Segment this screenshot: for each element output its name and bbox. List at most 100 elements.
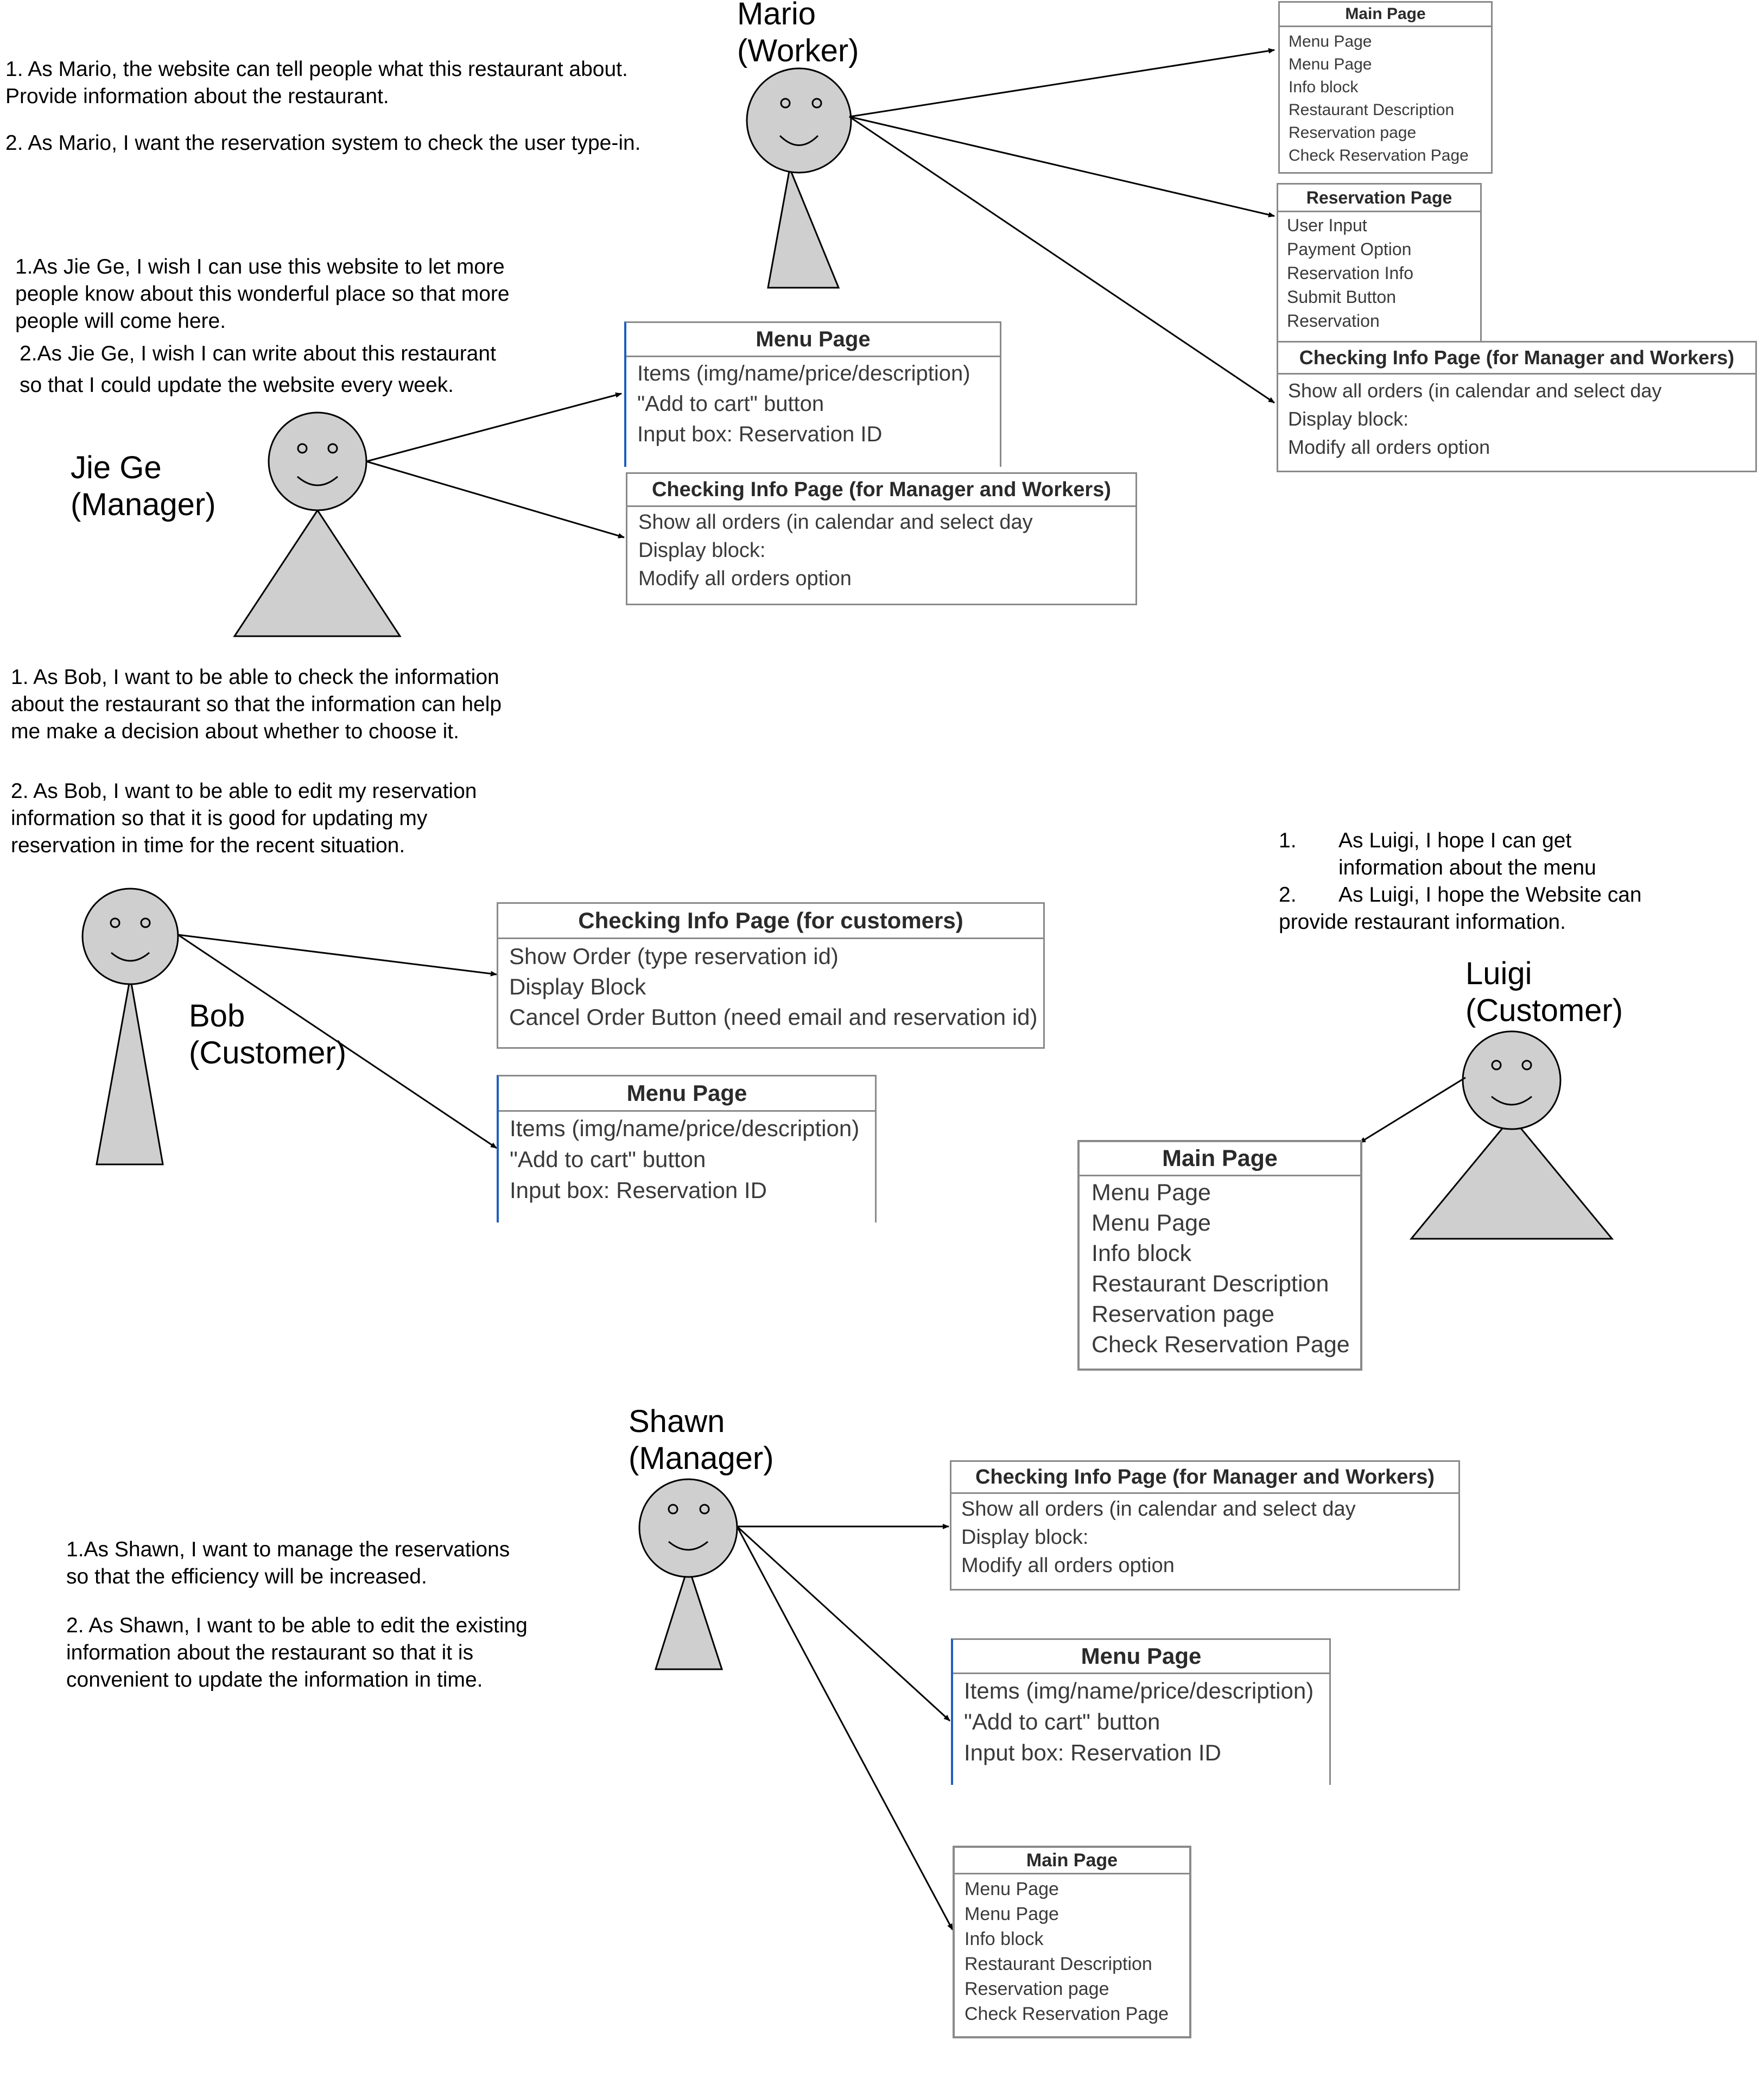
card-item: Payment Option bbox=[1287, 239, 1412, 259]
card-main-page-mario: Main Page Menu Page Menu Page Info block… bbox=[1278, 1, 1493, 174]
story-line: 2. As Luigi, I hope the Website can bbox=[1279, 882, 1642, 909]
story-line: provide restaurant information. bbox=[1279, 909, 1642, 936]
actor-luigi-label: Luigi (Customer) bbox=[1465, 955, 1623, 1029]
actor-role: (Worker) bbox=[737, 33, 859, 68]
card-title: Reservation Page bbox=[1278, 185, 1480, 212]
card-item: Modify all orders option bbox=[961, 1554, 1175, 1577]
story-line: about the restaurant so that the informa… bbox=[11, 693, 502, 716]
card-item: Reservation page bbox=[1092, 1301, 1275, 1327]
card-item: Info block bbox=[965, 1929, 1044, 1949]
story-text: provide restaurant information. bbox=[1279, 910, 1566, 934]
actor-mario-label: Mario (Worker) bbox=[737, 0, 859, 69]
card-title: Menu Page bbox=[499, 1076, 875, 1112]
actor-name: Jie Ge bbox=[71, 450, 162, 485]
card-checking-info-customer: Checking Info Page (for customers) Show … bbox=[497, 902, 1045, 1049]
actor-name: Mario bbox=[737, 0, 816, 31]
story-line: 2. As Mario, I want the reservation syst… bbox=[5, 131, 641, 155]
card-item: Display block: bbox=[638, 539, 766, 562]
story-number: 2. bbox=[1279, 883, 1297, 907]
story-jiege: 1.As Jie Ge, I wish I can use this websi… bbox=[15, 254, 510, 399]
arrow-jiege-menu-page bbox=[366, 392, 622, 463]
card-item: "Add to cart" button bbox=[637, 392, 824, 416]
story-line: information so that it is good for updat… bbox=[11, 807, 428, 830]
story-text: As Luigi, I hope the Website can bbox=[1338, 883, 1642, 907]
story-line: 1.As Jie Ge, I wish I can use this websi… bbox=[15, 255, 505, 278]
card-checking-info-staff-jiege: Checking Info Page (for Manager and Work… bbox=[626, 472, 1137, 605]
card-item: User Input bbox=[1287, 216, 1367, 235]
card-item: Restaurant Description bbox=[965, 1954, 1152, 1974]
actor-name: Luigi bbox=[1465, 956, 1532, 991]
story-line: 2. As Bob, I want to be able to edit my … bbox=[11, 780, 477, 803]
card-item: Display block: bbox=[1288, 408, 1409, 430]
actor-name: Shawn bbox=[629, 1404, 725, 1439]
actor-jiege-label: Jie Ge (Manager) bbox=[71, 449, 216, 523]
card-title: Main Page bbox=[1080, 1142, 1360, 1176]
card-title: Menu Page bbox=[626, 323, 1000, 357]
card-item: Check Reservation Page bbox=[1289, 147, 1469, 164]
story-text: information about the menu bbox=[1338, 856, 1596, 879]
card-item: Show Order (type reservation id) bbox=[509, 943, 839, 969]
card-item: Reservation page bbox=[1289, 124, 1417, 142]
card-title: Checking Info Page (for customers) bbox=[498, 904, 1043, 939]
actor-role: (Manager) bbox=[71, 487, 216, 522]
story-line: 1. As Luigi, I hope I can get bbox=[1279, 827, 1642, 854]
story-line: 2.As Jie Ge, I wish I can write about th… bbox=[20, 342, 496, 365]
arrow-mario-reservation-page bbox=[849, 116, 1275, 218]
card-item: Menu Page bbox=[1289, 55, 1372, 73]
actor-bob-label: Bob (Customer) bbox=[189, 998, 346, 1072]
arrow-bob-menu-page bbox=[177, 934, 497, 1149]
card-item: Reservation bbox=[1287, 311, 1380, 331]
card-item: Menu Page bbox=[965, 1879, 1059, 1899]
story-line: so that I could update the website every… bbox=[20, 373, 454, 397]
card-title: Main Page bbox=[955, 1848, 1189, 1874]
arrow-shawn-menu-page bbox=[736, 1525, 951, 1722]
card-item: Display Block bbox=[509, 974, 646, 999]
story-line: convenient to update the information in … bbox=[66, 1668, 483, 1691]
story-text: As Luigi, I hope I can get bbox=[1338, 829, 1572, 852]
story-line: so that the efficiency will be increased… bbox=[66, 1565, 427, 1588]
story-line: me make a decision about whether to choo… bbox=[11, 720, 459, 743]
card-title: Checking Info Page (for Manager and Work… bbox=[627, 474, 1135, 507]
arrow-luigi-main-page bbox=[1359, 1076, 1466, 1144]
card-item: Check Reservation Page bbox=[1092, 1332, 1350, 1358]
card-item: Input box: Reservation ID bbox=[510, 1177, 767, 1203]
card-checking-info-staff-shawn: Checking Info Page (for Manager and Work… bbox=[950, 1460, 1460, 1591]
story-line: people know about this wonderful place s… bbox=[15, 282, 510, 306]
card-menu-page-shawn: Menu Page Items (img/name/price/descript… bbox=[951, 1638, 1331, 1785]
story-shawn: 1.As Shawn, I want to manage the reserva… bbox=[66, 1536, 528, 1694]
card-item: Reservation Info bbox=[1287, 263, 1414, 283]
card-main-page-luigi: Main Page Menu Page Menu Page Info block… bbox=[1077, 1140, 1362, 1371]
story-bob: 1. As Bob, I want to be able to check th… bbox=[11, 664, 502, 859]
card-item: Show all orders (in calendar and select … bbox=[961, 1498, 1356, 1521]
card-item: Show all orders (in calendar and select … bbox=[638, 511, 1033, 534]
card-item: Input box: Reservation ID bbox=[964, 1740, 1221, 1765]
card-item: Items (img/name/price/description) bbox=[510, 1116, 860, 1141]
card-item: Menu Page bbox=[1092, 1210, 1211, 1236]
card-item: Restaurant Description bbox=[1092, 1271, 1329, 1297]
actor-luigi-figure bbox=[1409, 1030, 1614, 1240]
card-item: Input box: Reservation ID bbox=[637, 422, 883, 446]
arrow-mario-main-page bbox=[849, 48, 1275, 118]
story-line: Provide information about the restaurant… bbox=[5, 85, 389, 108]
story-mario: 1. As Mario, the website can tell people… bbox=[5, 56, 641, 157]
actor-jiege-figure bbox=[233, 411, 402, 637]
story-line: people will come here. bbox=[15, 309, 226, 333]
card-main-page-shawn: Main Page Menu Page Menu Page Info block… bbox=[953, 1846, 1191, 2038]
card-item: Items (img/name/price/description) bbox=[637, 362, 970, 385]
card-title: Checking Info Page (for Manager and Work… bbox=[951, 1462, 1458, 1494]
card-item: Info block bbox=[1092, 1240, 1192, 1266]
arrow-shawn-main-page bbox=[736, 1526, 954, 1930]
arrow-bob-checking-page bbox=[177, 934, 497, 977]
card-item: Menu Page bbox=[1092, 1180, 1211, 1206]
story-number: 1. bbox=[1279, 829, 1297, 852]
card-menu-page-bob: Menu Page Items (img/name/price/descript… bbox=[497, 1075, 877, 1222]
story-line: information about the restaurant so that… bbox=[66, 1641, 474, 1664]
actor-bob-figure bbox=[81, 888, 179, 1165]
card-item: Menu Page bbox=[1289, 33, 1372, 50]
card-title: Menu Page bbox=[953, 1640, 1329, 1674]
card-checking-info-staff-mario: Checking Info Page (for Manager and Work… bbox=[1277, 341, 1757, 472]
card-item: Restaurant Description bbox=[1289, 101, 1455, 119]
story-line: 1.As Shawn, I want to manage the reserva… bbox=[66, 1538, 510, 1561]
actor-mario-figure bbox=[746, 67, 852, 289]
